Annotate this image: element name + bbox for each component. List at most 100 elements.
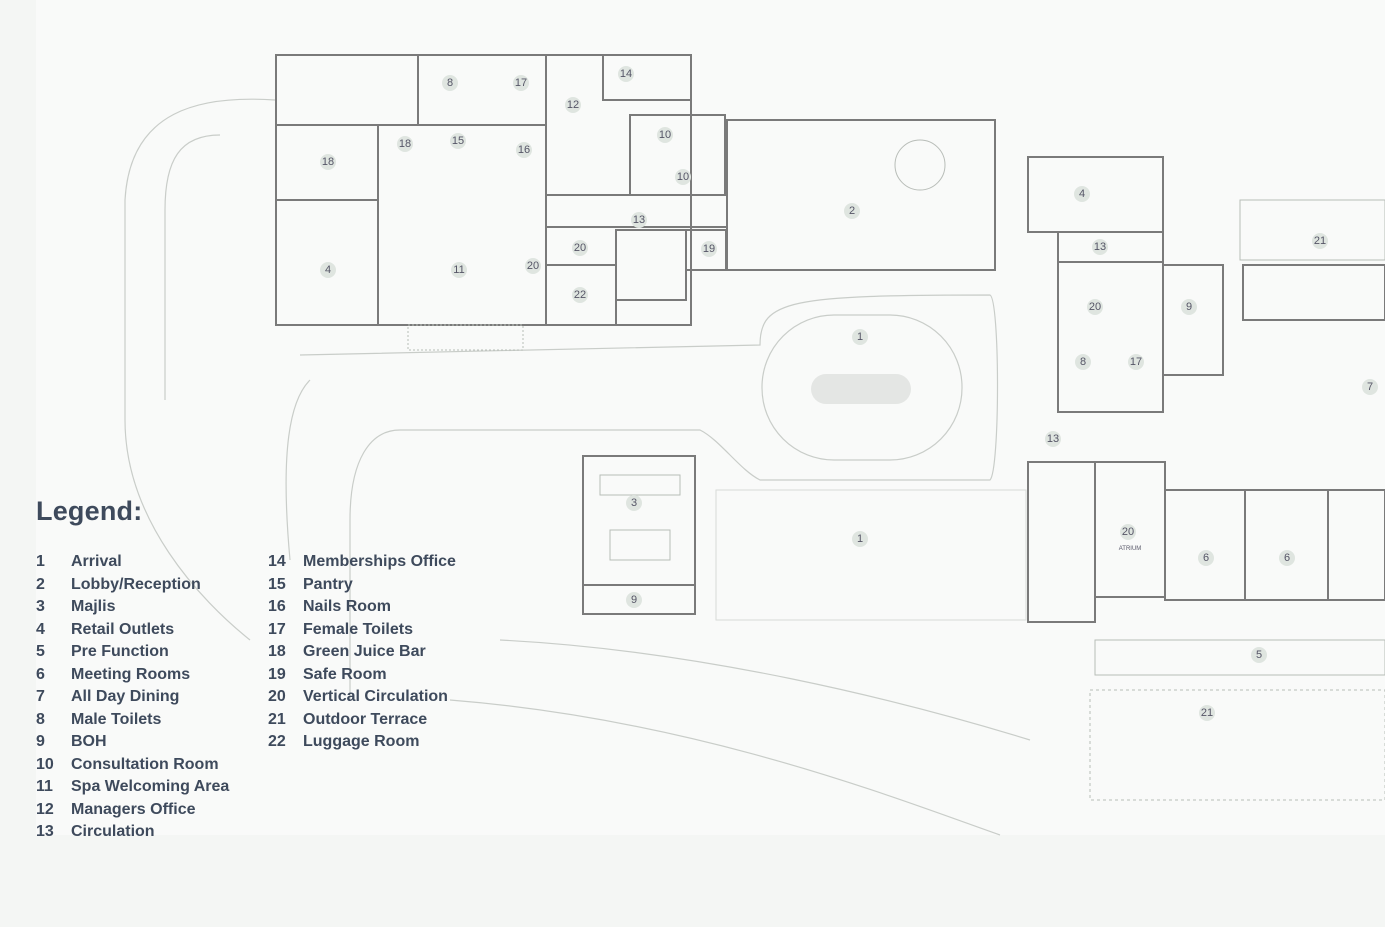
room-tag: 1	[852, 329, 868, 345]
room-tag: 9	[626, 592, 642, 608]
room-tag-number: 6	[1203, 552, 1209, 564]
room-tag: 2	[844, 203, 860, 219]
room-tag-number: 13	[633, 214, 645, 226]
roundabout-island	[811, 374, 911, 404]
room-tag-badge	[1198, 550, 1214, 566]
room-tag-number: 17	[515, 77, 527, 89]
room-tag-badge	[450, 133, 466, 149]
legend-item-label: BOH	[71, 733, 107, 751]
room-tag-badge	[1075, 354, 1091, 370]
room-tag-number: 10	[677, 171, 689, 183]
legend-item-label: Meeting Rooms	[71, 665, 191, 683]
legend-item-number: 7	[36, 688, 45, 706]
legend-item-label: Lobby/Reception	[71, 575, 201, 593]
legend-item-number: 21	[268, 710, 286, 728]
room-tag-badge	[320, 262, 336, 278]
room-tag-badge	[626, 495, 642, 511]
driveway	[124, 98, 1031, 836]
legend-item-number: 13	[36, 823, 54, 841]
room-tag-number: 4	[325, 264, 331, 276]
room-tag: 15	[450, 133, 466, 149]
legend-item-number: 22	[268, 733, 286, 751]
room-tag: 4	[320, 262, 336, 278]
room-tag-number: 7	[1367, 381, 1373, 393]
room-tag-badge	[572, 240, 588, 256]
room-tag: 20	[572, 240, 588, 256]
room-tag: 5	[1251, 647, 1267, 663]
room-tag-number: 15	[452, 135, 464, 147]
legend-item-label: Safe Room	[303, 665, 387, 683]
legend-item-number: 15	[268, 575, 286, 593]
room-tag: 8	[442, 75, 458, 91]
legend-item: 6 Meeting Rooms	[36, 664, 268, 687]
legend-item-number: 18	[268, 643, 286, 661]
legend-item-number: 6	[36, 665, 45, 683]
legend-item-label: Male Toilets	[71, 710, 162, 728]
room-tag-number: 16	[518, 144, 530, 156]
room-tag-badge	[1181, 299, 1197, 315]
room-tag: 12	[565, 97, 581, 113]
room-tag-badge	[1128, 354, 1144, 370]
legend-item-label: Spa Welcoming Area	[71, 778, 230, 796]
room-tag-badge	[1362, 379, 1378, 395]
legend-item-number: 19	[268, 665, 286, 683]
room-tag-badge	[626, 592, 642, 608]
legend-item-label: Memberships Office	[303, 553, 456, 571]
room-tag-badge	[565, 97, 581, 113]
room-tag: 20	[525, 258, 541, 274]
room-tag-badge	[618, 66, 634, 82]
room-tag-number: 20	[1122, 526, 1134, 538]
room-tag-badge	[1251, 647, 1267, 663]
room-tag: 18	[320, 154, 336, 170]
room-tag: 14	[618, 66, 634, 82]
legend-item-number: 8	[36, 710, 45, 728]
room-tag: 13	[1045, 431, 1061, 447]
legend-item-label: Pre Function	[71, 643, 169, 661]
room-tag-badge	[675, 169, 691, 185]
site-paper	[36, 0, 1385, 835]
room-tag-number: 13	[1047, 433, 1059, 445]
room-tag-number: 3	[631, 497, 637, 509]
legend-title: Legend:	[36, 496, 143, 526]
legend-item-number: 4	[36, 620, 45, 638]
room-tag: 3	[626, 495, 642, 511]
room-tag-badge	[516, 142, 532, 158]
room-tag: 13	[1092, 239, 1108, 255]
room-tag-badge	[1312, 233, 1328, 249]
room-tag-number: 20	[574, 242, 586, 254]
legend-item-number: 9	[36, 733, 45, 751]
legend-item-number: 11	[36, 778, 53, 796]
room-tag-badge	[320, 154, 336, 170]
room-tag: 18	[397, 136, 413, 152]
room-tag: 21	[1312, 233, 1328, 249]
legend-item: 11 Spa Welcoming Area	[36, 776, 268, 799]
room-tag: 17	[1128, 354, 1144, 370]
room-tag-number: 21	[1314, 235, 1326, 247]
legend-item-number: 3	[36, 598, 45, 616]
room-tag-badge	[525, 258, 541, 274]
room-tag-badge	[1074, 186, 1090, 202]
room-tag-badge	[451, 262, 467, 278]
legend-item-number: 2	[36, 575, 45, 593]
room-tag-badge	[701, 241, 717, 257]
legend-item-label: Retail Outlets	[71, 620, 175, 638]
room-tag: 17	[513, 75, 529, 91]
room-tag-badge	[657, 127, 673, 143]
legend-item-label: Female Toilets	[303, 620, 413, 638]
room-tag-number: 18	[399, 138, 411, 150]
room-tag-number: 10	[659, 129, 671, 141]
room-tag-number: 14	[620, 68, 632, 80]
room-tag-number: 4	[1079, 188, 1085, 200]
room-tag: 20	[1087, 299, 1103, 315]
